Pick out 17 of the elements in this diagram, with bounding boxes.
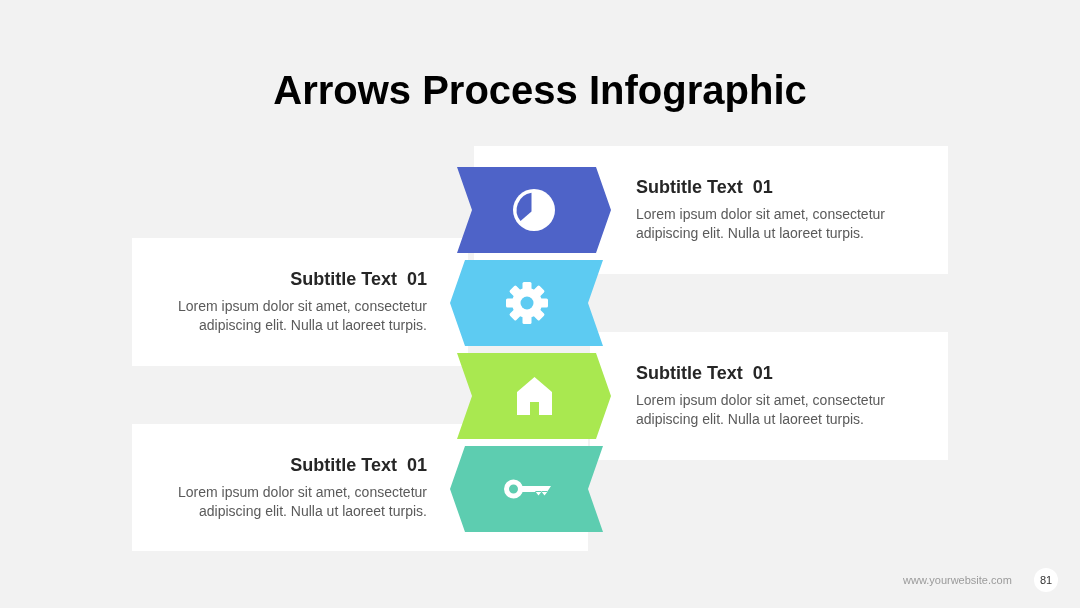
website-url: www.yourwebsite.com [903, 573, 1012, 587]
title: Arrows Process Infographic [273, 67, 807, 113]
chevron-banner [457, 353, 611, 439]
card-heading: Subtitle Text 01 [636, 362, 773, 384]
card-heading: Subtitle Text 01 [290, 454, 427, 476]
page-number: 81 [1034, 568, 1058, 592]
card-heading: Subtitle Text 01 [636, 176, 773, 198]
chevron-banner [450, 446, 603, 532]
text-card [132, 238, 468, 366]
card-description: Lorem ipsum dolor sit amet, consectetur adipiscing elit. Nulla ut laoreet turpis. [636, 391, 886, 429]
card-description: Lorem ipsum dolor sit amet, consectetur adipiscing elit. Nulla ut laoreet turpis. [177, 483, 427, 521]
chevron-banner [457, 167, 611, 253]
chevron-banner [450, 260, 603, 346]
card-heading: Subtitle Text 01 [290, 268, 427, 290]
text-card [590, 332, 948, 460]
card-description: Lorem ipsum dolor sit amet, consectetur adipiscing elit. Nulla ut laoreet turpis. [177, 297, 427, 335]
card-description: Lorem ipsum dolor sit amet, consectetur adipiscing elit. Nulla ut laoreet turpis. [636, 205, 886, 243]
